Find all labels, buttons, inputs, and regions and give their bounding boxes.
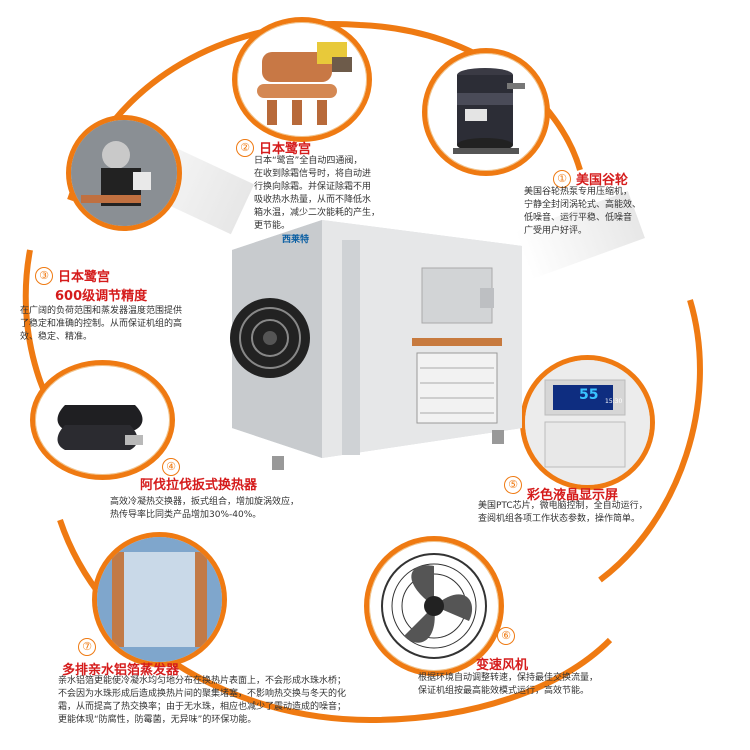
fan-image-circle bbox=[364, 536, 504, 676]
feature-2: ② 日本鹭宫 bbox=[236, 137, 311, 157]
feature-2-number: ② bbox=[236, 138, 254, 157]
feature-1-title: 美国谷轮 bbox=[576, 173, 629, 188]
brand-label: 西莱特 bbox=[282, 235, 310, 245]
feature-3-subtitle: 600级调节精度 bbox=[55, 289, 148, 304]
feature-5: ⑤ bbox=[504, 474, 527, 494]
feature-5-number: ⑤ bbox=[504, 475, 522, 494]
feature-7: ⑦ bbox=[78, 636, 101, 656]
expansion-valve-image-circle bbox=[66, 115, 182, 231]
feature-6: ⑥ bbox=[497, 625, 520, 645]
feature-6-title: 变速风机 bbox=[476, 658, 529, 673]
feature-3-title: 日本鹭宫 bbox=[58, 270, 111, 285]
evaporator-image-circle bbox=[92, 532, 227, 667]
valve-image-circle bbox=[232, 17, 372, 142]
feature-3: ③ 日本鹭宫 bbox=[35, 265, 110, 285]
feature-4-title: 阿伐拉伐扳式换热器 bbox=[140, 478, 258, 493]
feature-5-desc: 美国PTC芯片，微电脑控制，全自动运行， 查阅机组各项工作状态参数，操作简单。 bbox=[478, 501, 648, 524]
feature-4-number: ④ bbox=[162, 457, 180, 476]
feature-7-desc: 亲水铝箔更能使冷凝水均匀地分布在换热片表面上，不会形成水珠水桥； 不会因为水珠形… bbox=[58, 676, 347, 725]
feature-4-desc: 高效冷凝热交换器，扳式组合，增加旋涡效应， 热传导率比同类产品增加30%-40%… bbox=[110, 497, 300, 520]
feature-4: ④ bbox=[148, 456, 185, 476]
feature-2-desc: 日本“鹭宫”全自动四通阀， 在收到除霜信号时，将自动进 行换向除霜。并保证除霜不… bbox=[254, 156, 381, 231]
feature-3-desc: 在广阔的负荷范围和蒸发器温度范围提供 了稳定和准确的控制。从而保证机组的高 效、… bbox=[20, 306, 183, 342]
feature-1-number: ① bbox=[553, 169, 571, 188]
compressor-image-circle bbox=[422, 48, 550, 176]
lcd-time: 15:30 bbox=[605, 398, 623, 405]
feature-1-desc: 美国谷轮热泵专用压缩机， 宁静全封闭涡轮式、高能效、 低噪音、运行平稳、低噪音 … bbox=[524, 187, 642, 236]
feature-7-number: ⑦ bbox=[78, 637, 96, 656]
heat-exchanger-image-circle bbox=[30, 360, 175, 480]
feature-5-title: 彩色液晶显示屏 bbox=[527, 488, 619, 503]
feature-7-title: 多排亲水铝箔蒸发器 bbox=[62, 663, 180, 678]
feature-6-number: ⑥ bbox=[497, 626, 515, 645]
feature-3-number: ③ bbox=[35, 266, 53, 285]
lcd-panel-image-circle: 55 15:30 bbox=[520, 355, 655, 490]
feature-1: ① 美国谷轮 bbox=[553, 168, 628, 188]
heat-pump-unit bbox=[230, 220, 522, 470]
feature-2-title: 日本鹭宫 bbox=[259, 142, 312, 157]
feature-6-desc: 根据环境自动调整转速，保持最佳交换流量， 保证机组按最高能效模式运行，高效节能。 bbox=[418, 673, 599, 696]
lcd-big-value: 55 bbox=[579, 387, 599, 403]
